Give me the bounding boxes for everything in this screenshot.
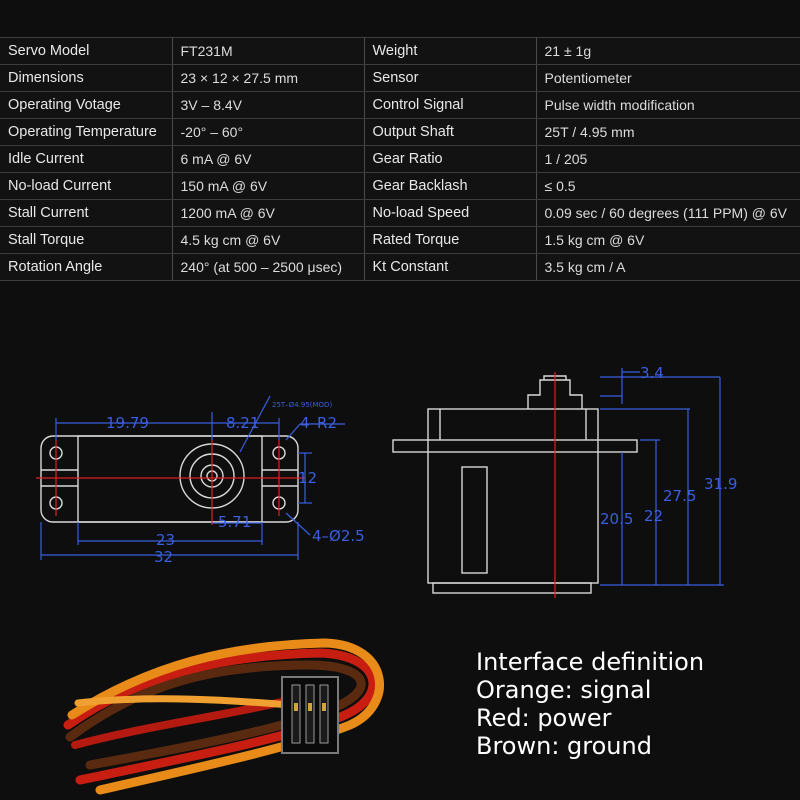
dim-23: 23 bbox=[156, 531, 175, 549]
dim-4-hole: 4–Ø2.5 bbox=[312, 527, 365, 545]
spec-label: No-load Speed bbox=[364, 199, 537, 227]
top-view-dimensions bbox=[40, 395, 345, 560]
spec-row: Operating Temperature-20° – 60°Output Sh… bbox=[0, 118, 800, 146]
dim-4-r2: 4–R2 bbox=[300, 414, 337, 432]
spec-value: -20° – 60° bbox=[172, 118, 365, 146]
connector-pin-1 bbox=[291, 684, 301, 744]
connector-contact-2 bbox=[308, 703, 312, 711]
side-view-body bbox=[427, 408, 599, 584]
wire-red bbox=[63, 648, 378, 785]
wire-orange bbox=[67, 638, 384, 795]
servo-cable-image bbox=[63, 638, 384, 795]
spec-label: Rotation Angle bbox=[0, 253, 173, 281]
spec-label: Gear Backlash bbox=[364, 172, 537, 200]
interface-definition: Interface definition Orange: signal Red:… bbox=[476, 648, 704, 760]
side-view-labels: 3.4 20.5 22 27.5 31.9 bbox=[600, 364, 737, 528]
connector-contact-1 bbox=[294, 703, 298, 711]
interface-red: Red: power bbox=[476, 704, 612, 732]
dim-3-4: 3.4 bbox=[640, 364, 664, 382]
dim-32: 32 bbox=[154, 548, 173, 566]
side-view-base bbox=[432, 582, 592, 594]
dim-22: 22 bbox=[644, 507, 663, 525]
spec-label: Dimensions bbox=[0, 64, 173, 92]
spec-label: Stall Current bbox=[0, 199, 173, 227]
spec-value: 1.5 kg cm @ 6V bbox=[536, 226, 800, 254]
spec-label: Rated Torque bbox=[364, 226, 537, 254]
spec-value: 21 ± 1g bbox=[536, 37, 800, 65]
interface-brown: Brown: ground bbox=[476, 732, 652, 760]
spec-label: Servo Model bbox=[0, 37, 173, 65]
spec-label: Sensor bbox=[364, 64, 537, 92]
servo-top-view bbox=[40, 435, 299, 523]
dim-31-9: 31.9 bbox=[704, 475, 737, 493]
dim-5-71: 5.71 bbox=[218, 513, 251, 531]
spec-value: 3V – 8.4V bbox=[172, 91, 365, 119]
connector-pin-3 bbox=[319, 684, 329, 744]
dim-19-79: 19.79 bbox=[106, 414, 149, 432]
servo-dimension-drawing: 19.79 8.21 4–R2 25T–Ø4.95(MOD) 12 5.71 2… bbox=[36, 364, 737, 598]
wire-brown bbox=[65, 660, 366, 770]
spec-value: 1 / 205 bbox=[536, 145, 800, 173]
spec-label: Output Shaft bbox=[364, 118, 537, 146]
side-view-dimensions bbox=[600, 368, 724, 586]
spec-label: Operating Votage bbox=[0, 91, 173, 119]
side-view-label bbox=[461, 466, 488, 574]
spec-value: 150 mA @ 6V bbox=[172, 172, 365, 200]
wire-orange-2 bbox=[74, 695, 294, 709]
spec-value: 23 × 12 × 27.5 mm bbox=[172, 64, 365, 92]
spec-value: 4.5 kg cm @ 6V bbox=[172, 226, 365, 254]
spec-value: FT231M bbox=[172, 37, 365, 65]
spec-value: Potentiometer bbox=[536, 64, 800, 92]
top-view-centerlines bbox=[36, 438, 305, 525]
dim-8-21: 8.21 bbox=[226, 414, 259, 432]
spec-label: Control Signal bbox=[364, 91, 537, 119]
connector-pin-2 bbox=[305, 684, 315, 744]
dim-12: 12 bbox=[298, 469, 317, 487]
spec-value: 25T / 4.95 mm bbox=[536, 118, 800, 146]
connector-contact-3 bbox=[322, 703, 326, 711]
spec-value: 0.09 sec / 60 degrees (111 PPM) @ 6V bbox=[536, 199, 800, 227]
spec-label: No-load Current bbox=[0, 172, 173, 200]
spec-value: 240° (at 500 – 2500 μsec) bbox=[172, 253, 365, 281]
spec-value: 3.5 kg cm / A bbox=[536, 253, 800, 281]
top-view-flange bbox=[40, 435, 299, 523]
spec-value: 6 mA @ 6V bbox=[172, 145, 365, 173]
dim-20-5: 20.5 bbox=[600, 510, 633, 528]
interface-orange: Orange: signal bbox=[476, 676, 652, 704]
dim-shaft-note: 25T–Ø4.95(MOD) bbox=[272, 401, 332, 409]
spec-label: Idle Current bbox=[0, 145, 173, 173]
spec-value: 1200 mA @ 6V bbox=[172, 199, 365, 227]
side-view-flange bbox=[392, 439, 638, 453]
top-view-labels: 19.79 8.21 4–R2 25T–Ø4.95(MOD) 12 5.71 2… bbox=[106, 401, 365, 566]
spec-value: ≤ 0.5 bbox=[536, 172, 800, 200]
dim-27-5: 27.5 bbox=[663, 487, 696, 505]
spec-label: Kt Constant bbox=[364, 253, 537, 281]
spec-label: Stall Torque bbox=[0, 226, 173, 254]
spec-label: Gear Ratio bbox=[364, 145, 537, 173]
spec-value: Pulse width modification bbox=[536, 91, 800, 119]
spec-label: Weight bbox=[364, 37, 537, 65]
interface-title: Interface definition bbox=[476, 648, 705, 676]
spec-label: Operating Temperature bbox=[0, 118, 173, 146]
